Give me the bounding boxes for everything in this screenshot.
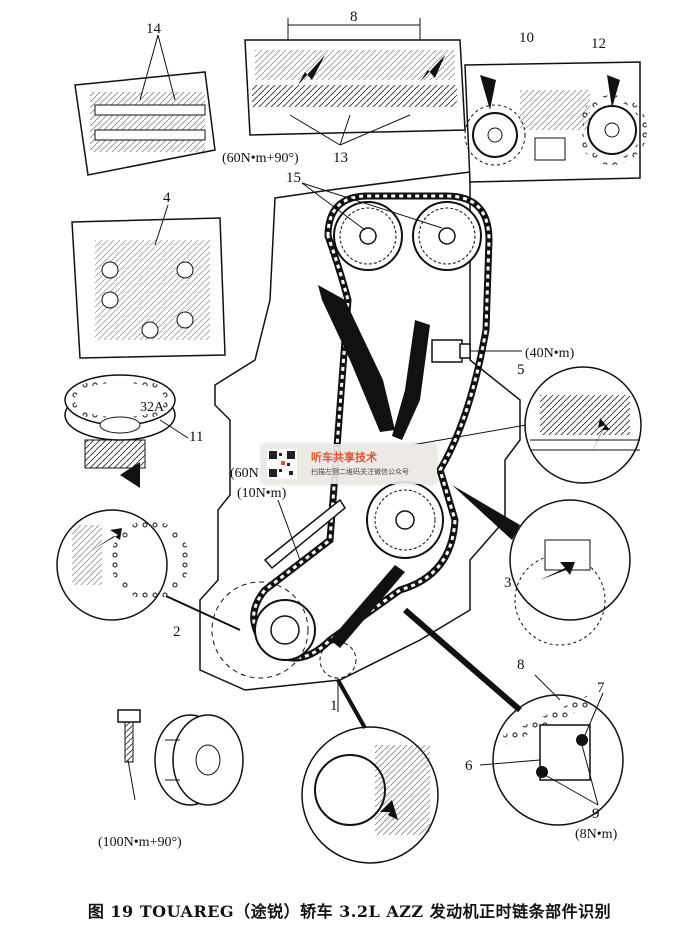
chain-guide-rail-lower [330, 565, 405, 648]
torque-40: (40N•m) [525, 346, 575, 361]
callout-5: 5 [517, 362, 525, 378]
leader-10nm [277, 499, 301, 561]
intermediate-sprocket [366, 481, 444, 559]
inset-tensioner-detail [403, 607, 624, 826]
torque-100-90: (100N•m+90°) [98, 835, 182, 850]
leader-100 [127, 759, 136, 801]
inset-camshaft-adjuster [64, 374, 176, 488]
leader-15a [301, 182, 366, 231]
chain-guide-rail-right [392, 320, 430, 440]
torque-8: (8N•m) [575, 827, 618, 842]
callout-1: 1 [330, 698, 338, 714]
figure-caption: 图 19 TOUAREG（途锐）轿车 3.2L AZZ 发动机正时链条部件识别 [87, 902, 612, 921]
inset-detail-3 [452, 485, 631, 646]
callout-13: 13 [333, 150, 348, 166]
crankshaft-bolt [117, 709, 141, 763]
crankshaft-sprocket [211, 581, 316, 679]
inset-detail-5 [411, 366, 642, 484]
qr-code-icon [267, 449, 297, 479]
callout-3: 3 [504, 575, 512, 591]
torque-60-90-top: (60N•m+90°) [222, 151, 299, 166]
leader-11 [159, 419, 189, 439]
watermark-title: 听车共享技术 [311, 451, 377, 464]
torque-60-partial: (60N [230, 466, 259, 481]
inset-camshaft-caps [74, 34, 216, 176]
torque-10: (10N•m) [237, 486, 287, 501]
camshaft-sprocket-right [412, 201, 482, 271]
callout-8-detail: 8 [517, 657, 525, 673]
chain-guide-rail-left [318, 285, 395, 432]
callout-32a: 32A [140, 400, 165, 415]
callout-7: 7 [597, 680, 605, 696]
leader-15b [301, 182, 443, 229]
detail-marker-1 [319, 641, 357, 679]
engine-block-outline [199, 171, 521, 691]
inset-cylinder-head-bank [71, 204, 226, 359]
tensioner-rail [263, 498, 346, 570]
callout-8-top: 8 [350, 9, 358, 25]
watermark-badge: 听车共享技术 扫描左侧二维码关注微信公众号 [261, 444, 437, 484]
inset-crank-mark-circle [56, 509, 241, 631]
watermark-subtitle: 扫描左侧二维码关注微信公众号 [311, 468, 409, 476]
callout-15: 15 [286, 170, 301, 186]
callout-12: 12 [591, 36, 606, 52]
timing-chain [250, 192, 493, 662]
callout-10: 10 [519, 30, 534, 46]
inset-camshaft-timing [464, 61, 647, 183]
callout-9: 9 [592, 806, 600, 822]
crankshaft-pulley [154, 714, 244, 806]
callout-2: 2 [173, 624, 181, 640]
callout-11: 11 [189, 429, 203, 445]
inset-cylinder-head [244, 18, 466, 146]
callout-6: 6 [465, 758, 473, 774]
inset-crank-detail [301, 679, 439, 864]
chain-tensioner [431, 339, 522, 363]
callout-4: 4 [163, 190, 171, 206]
callout-14: 14 [146, 21, 162, 37]
